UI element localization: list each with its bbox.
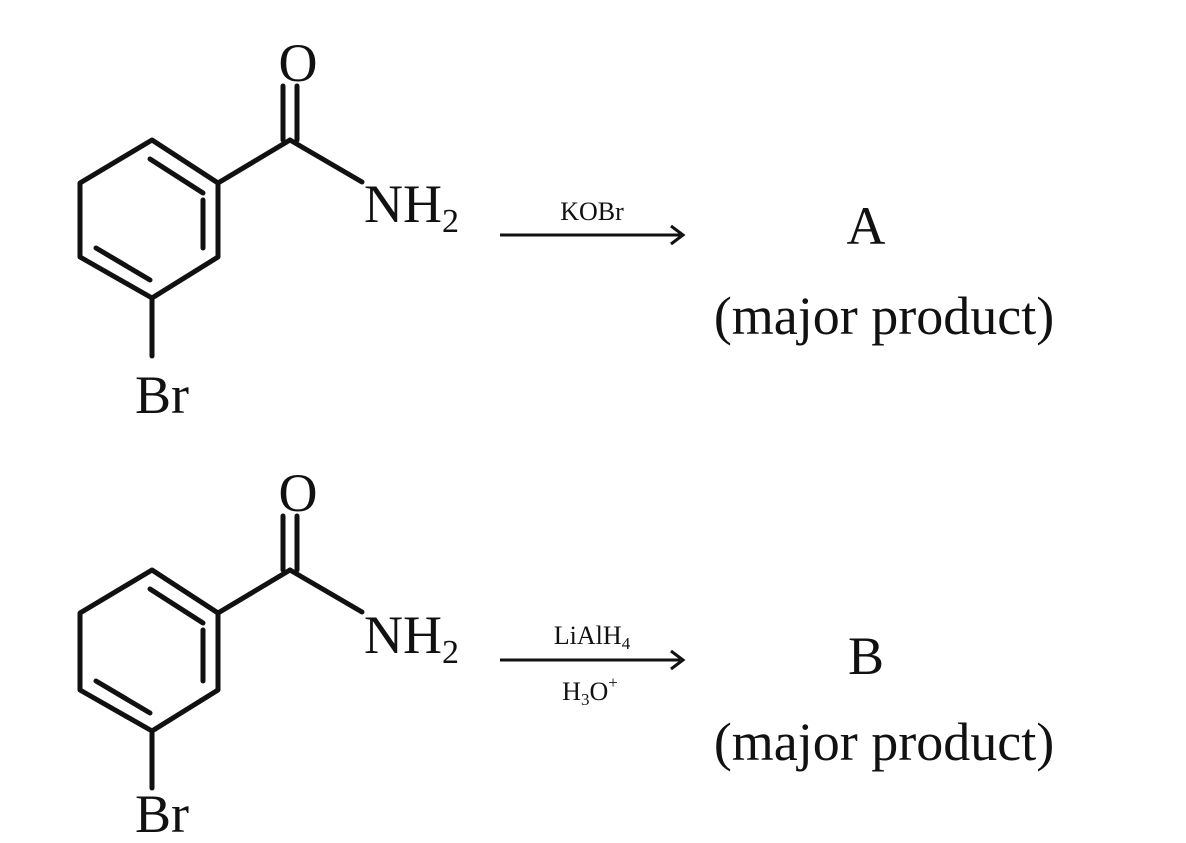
reagent-bottom-2-sub: 3 <box>581 690 590 709</box>
bromine-atom-1: Br <box>135 365 189 425</box>
aromatic-double-bond-2c <box>93 678 153 716</box>
amide-group-2: NH2 <box>364 605 459 671</box>
reagent-bottom-2: H3O+ <box>562 673 618 709</box>
amide-group-1: NH2 <box>364 174 459 240</box>
nitrogen-atom-1: N <box>364 174 403 234</box>
oxygen-atom-1: O <box>279 33 318 93</box>
benzene-ring-2 <box>77 567 221 734</box>
hydrogen-atom-1: H <box>403 174 442 234</box>
reagent-label-1: KOBr <box>560 197 624 226</box>
amide-cn-bond-1 <box>287 137 365 185</box>
oxygen-atom-2: O <box>279 463 318 523</box>
ring-carbonyl-bond-2 <box>215 567 293 616</box>
product-2: B (major product) <box>714 626 1054 772</box>
aromatic-double-bond-1a <box>147 156 206 196</box>
reagent-top-2-sub: 4 <box>622 634 631 653</box>
amide-cn-bond-2 <box>287 567 365 615</box>
aromatic-double-bond-2a <box>147 586 206 626</box>
reaction-arrow-1: KOBr <box>500 197 686 246</box>
reaction-1: O NH2 Br KOBr A (major product) <box>77 33 1054 425</box>
reagent-bottom-2-main: H <box>562 677 581 706</box>
product-label-a: A <box>847 196 886 256</box>
hydrogen-count-2: 2 <box>442 634 459 671</box>
hydrogen-count-1: 2 <box>442 203 459 240</box>
hydrogen-atom-2: H <box>403 605 442 665</box>
product-1: A (major product) <box>714 196 1054 346</box>
reagent-top-2: LiAlH4 <box>554 621 631 653</box>
benzene-ring-1 <box>77 137 221 301</box>
arrow-head-1 <box>670 224 686 246</box>
nitrogen-atom-2: N <box>364 605 403 665</box>
reagent-bottom-2-tail: O <box>589 677 608 706</box>
product-label-b: B <box>848 626 884 686</box>
aromatic-double-bond-1c <box>93 245 153 283</box>
reaction-arrow-2: LiAlH4 H3O+ <box>500 621 686 709</box>
ring-carbonyl-bond-1 <box>215 137 293 186</box>
reactant-2-structure: O NH2 Br <box>77 463 459 843</box>
reagent-top-2-main: LiAlH <box>554 621 622 650</box>
arrow-head-2 <box>670 649 686 671</box>
reagent-bottom-2-sup: + <box>608 673 618 692</box>
product-note-1: (major product) <box>714 286 1054 346</box>
bromine-atom-2: Br <box>135 784 189 843</box>
reaction-2: O NH2 Br LiAlH4 H3O+ B (major product) <box>77 463 1054 843</box>
product-note-2: (major product) <box>714 712 1054 772</box>
reactant-1-structure: O NH2 Br <box>77 33 459 425</box>
